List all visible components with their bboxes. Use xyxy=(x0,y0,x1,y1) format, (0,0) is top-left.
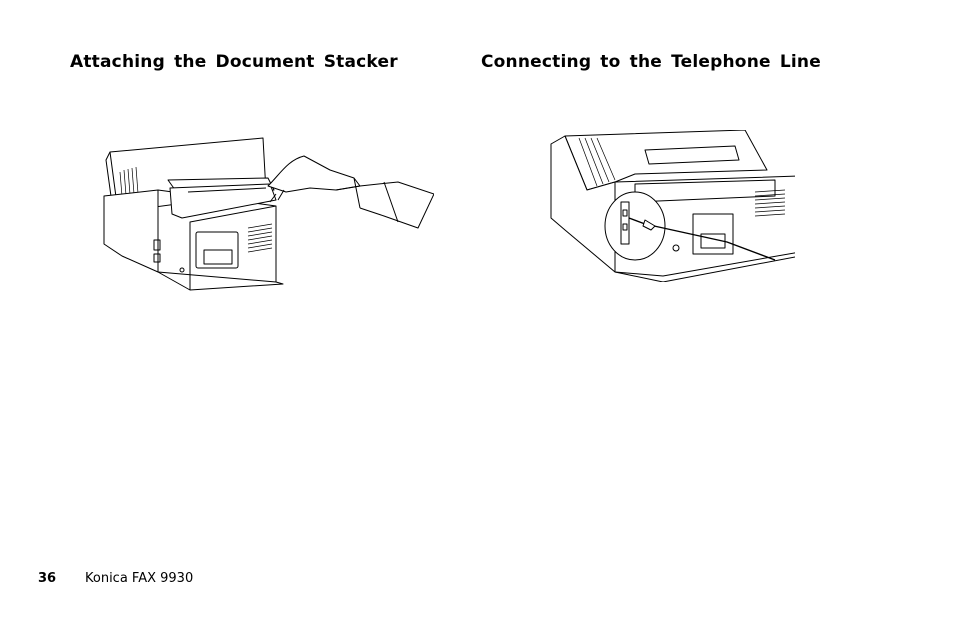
document-stacker-illustration xyxy=(98,132,434,296)
telephone-line-illustration xyxy=(545,130,795,282)
document-name: Konica FAX 9930 xyxy=(85,571,194,586)
page-number: 36 xyxy=(38,571,57,586)
section-title-document-stacker: Attaching the Document Stacker xyxy=(70,52,398,72)
section-title-telephone-line: Connecting to the Telephone Line xyxy=(481,52,821,72)
